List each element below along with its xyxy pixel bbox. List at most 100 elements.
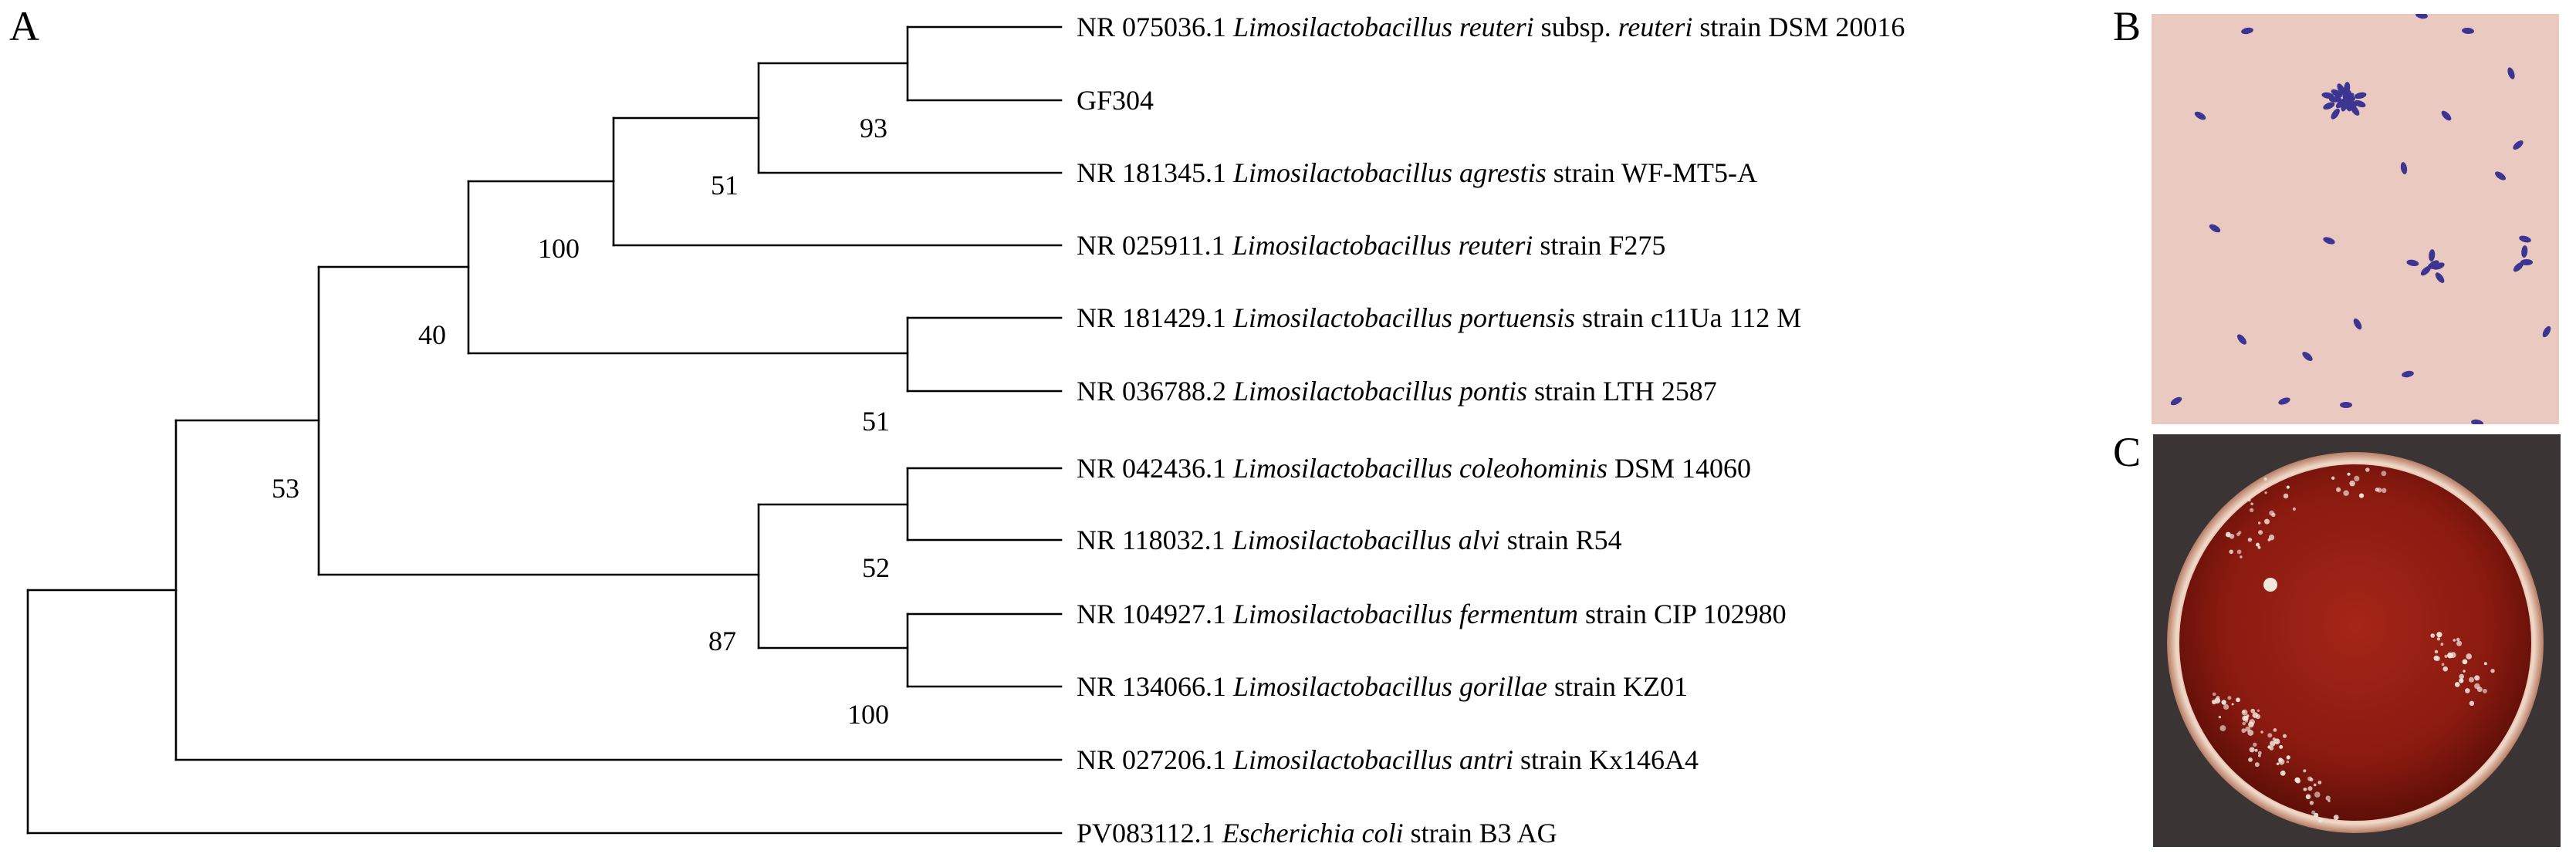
rod-cell-shape	[2495, 171, 2506, 181]
colony-dot	[2280, 770, 2286, 776]
blood-agar-surface	[2179, 464, 2531, 821]
colony-dot	[2476, 687, 2483, 693]
colony-dot	[2254, 762, 2260, 768]
rod-cell-shape	[2462, 27, 2474, 35]
colony-dot	[2278, 757, 2283, 762]
colony-dot	[2231, 703, 2234, 706]
leaf-species-name: reuteri	[1618, 12, 1693, 42]
colony-dot	[2276, 762, 2280, 765]
colony-dot	[2219, 725, 2226, 731]
colony-dot	[2236, 697, 2240, 703]
leaf-label-text: NR 036788.2	[1077, 376, 1233, 407]
colony-dot	[2242, 715, 2247, 721]
leaf-label-text: strain c11Ua 112 M	[1575, 302, 1801, 333]
rod-cell-shape	[2406, 259, 2419, 267]
leaf-label-text: NR 181345.1	[1077, 157, 1233, 188]
colony-dot	[2331, 476, 2335, 480]
rod-cell-shape	[2353, 318, 2362, 330]
leaf-label: NR 104927.1 Limosilactobacillus fermentu…	[1077, 599, 1787, 629]
rod-cell-shape	[2354, 92, 2367, 100]
colony-dot	[2214, 697, 2221, 703]
colony-dot	[2441, 663, 2445, 666]
colony-dot	[2435, 656, 2441, 662]
colony-dot	[2449, 652, 2456, 658]
bootstrap-label: 51	[711, 170, 739, 201]
colony-dot	[2444, 654, 2448, 659]
colony-dot	[2333, 815, 2339, 821]
colony-dot	[2456, 640, 2463, 646]
leaf-label-text: GF304	[1077, 85, 1154, 116]
colony-dot	[2257, 751, 2262, 755]
colony-dot	[2236, 549, 2242, 555]
leaf-label-text: strain WF-MT5-A	[1547, 157, 1757, 188]
leaf-label-text: NR 118032.1	[1077, 525, 1232, 555]
colony-dot	[2325, 795, 2331, 801]
rod-cell-shape	[2519, 235, 2531, 243]
leaf-label-text: PV083112.1	[1077, 818, 1222, 849]
colony-dot	[2247, 498, 2251, 502]
rod-cell-shape	[2278, 397, 2290, 405]
colony-dot	[2469, 676, 2474, 683]
leaf-species-name: Limosilactobacillus coleohominis	[1232, 453, 1607, 484]
rod-cell-shape	[2323, 102, 2335, 110]
colony-dot	[2347, 472, 2351, 476]
colony-dot	[2490, 669, 2495, 673]
colony-dot	[2474, 675, 2480, 681]
leaf-label-text: NR 134066.1	[1077, 671, 1233, 702]
bootstrap-values: 93 51 100 51 40 52 100 87 53	[272, 113, 890, 730]
leaf-label: NR 025911.1 Limosilactobacillus reuteri …	[1077, 230, 1665, 261]
colony-dot	[2375, 488, 2379, 492]
colony-dot	[2247, 538, 2253, 542]
phylogenetic-tree	[26, 25, 1063, 835]
leaf-label-text: strain Kx146A4	[1513, 744, 1699, 775]
colony-dot	[2238, 531, 2242, 535]
bootstrap-label: 100	[847, 699, 889, 730]
colony-dot	[2273, 738, 2280, 744]
colony-dot	[2273, 728, 2277, 732]
colony-dot	[2242, 721, 2246, 726]
leaf-species-name: Limosilactobacillus pontis	[1232, 376, 1527, 407]
leaf-label: GF304	[1077, 85, 1154, 116]
rod-cell-shape	[2329, 96, 2342, 103]
rod-cell-shape	[2346, 98, 2357, 108]
colony-dot	[2258, 530, 2263, 535]
rod-cell-shape	[2513, 140, 2524, 150]
colony-dot	[2294, 777, 2300, 783]
colony-dot	[2286, 755, 2290, 760]
colony-dot	[2434, 649, 2439, 654]
colony-dot	[2382, 488, 2387, 493]
colony-dot	[2463, 670, 2466, 673]
rod-cell-shape	[2170, 396, 2182, 406]
leaf-species-name: Limosilactobacillus gorillae	[1232, 671, 1547, 702]
colony-dot	[2286, 485, 2290, 489]
colony-dot	[2256, 542, 2260, 547]
colony-dot	[2305, 794, 2311, 800]
colony-dot	[2314, 812, 2319, 818]
leaf-label: NR 027206.1 Limosilactobacillus antri st…	[1077, 744, 1699, 775]
colony-dot	[2212, 692, 2216, 697]
leaf-label: NR 134066.1 Limosilactobacillus gorillae…	[1077, 671, 1688, 702]
colony-dot	[2253, 742, 2257, 747]
panel-c-letter: C	[2113, 429, 2141, 475]
blood-agar-plate-photo	[2153, 434, 2561, 847]
gram-stain-micrograph	[2152, 14, 2559, 424]
colony-dot	[2283, 734, 2287, 738]
rod-cell-shape	[2542, 326, 2551, 338]
rod-cell-shape	[2321, 92, 2334, 100]
bootstrap-label: 87	[708, 626, 736, 656]
leaf-label-text: NR 104927.1	[1077, 599, 1233, 629]
colony-dot	[2240, 555, 2243, 558]
colony-dot	[2459, 678, 2464, 683]
colony-dot	[2307, 786, 2313, 791]
colony-dot	[2258, 521, 2261, 525]
colony-dot	[2313, 783, 2317, 787]
leaf-species-name: Limosilactobacillus fermentum	[1232, 599, 1578, 629]
leaf-label: PV083112.1 Escherichia coli strain B3 AG	[1077, 818, 1557, 849]
rod-cell-shape	[2342, 89, 2349, 102]
rod-cell-shape	[2331, 108, 2340, 120]
colony-dot	[2442, 666, 2448, 672]
leaf-label-text: NR 042436.1	[1077, 453, 1233, 484]
colony-dot	[2343, 490, 2349, 496]
colony-dot	[2482, 688, 2487, 693]
